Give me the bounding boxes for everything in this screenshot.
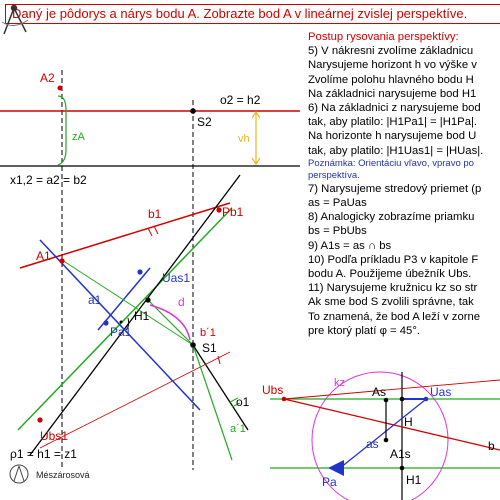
step-line: 6) Na základnici z narysujeme bod bbox=[308, 102, 481, 115]
circle-kz bbox=[311, 371, 449, 500]
step-line: Na horizonte h narysujeme bod U bbox=[308, 130, 477, 143]
label-a1s: A1s bbox=[390, 447, 411, 461]
label-vh: vh bbox=[238, 133, 250, 145]
label-pa1: Pa1 bbox=[110, 325, 132, 339]
label-s1: S1 bbox=[202, 341, 217, 355]
label-a2: A2 bbox=[40, 71, 55, 85]
line-b-prime bbox=[39, 351, 231, 449]
label-pa: Pa bbox=[322, 475, 337, 489]
label-kz: kz bbox=[334, 377, 345, 389]
page-title: Daný je pôdorys a nárys bodu A. Zobrazte… bbox=[12, 6, 468, 21]
author-name: Mészárosová bbox=[36, 470, 90, 480]
label-a-prime: a´1 bbox=[230, 423, 246, 435]
step-line: 9) A1s = as ∩ bs bbox=[308, 239, 392, 252]
step-line: 8) Analogicky zobrazíme priamku bbox=[308, 211, 475, 224]
label-ubs: Ubs bbox=[262, 383, 283, 397]
line-bs bbox=[283, 398, 500, 451]
point-a1 bbox=[59, 258, 65, 264]
label-za: zA bbox=[72, 131, 86, 143]
point-h1 bbox=[145, 297, 151, 303]
step-line: 11) Narysujeme kružnicu kz so str bbox=[308, 282, 478, 295]
steps-heading: Postup rysovania perspektívy: bbox=[308, 31, 459, 43]
point-pb1 bbox=[216, 207, 222, 213]
label-uas1: Uas1 bbox=[162, 271, 190, 285]
label-b1: b1 bbox=[148, 207, 162, 221]
label-as: As bbox=[372, 385, 386, 399]
step-line: as = PaUas bbox=[308, 197, 367, 210]
line-as bbox=[339, 399, 426, 469]
line-a-prime bbox=[192, 344, 233, 461]
label-d: d bbox=[178, 295, 185, 309]
label-rho1: ρ1 = h1 = z1 bbox=[10, 447, 77, 461]
label-b: b bbox=[488, 439, 495, 453]
line-blue-secondary bbox=[97, 267, 151, 331]
step-line: tak, aby platilo: |H1Pa1| = |H1Pa|. bbox=[308, 116, 478, 129]
label-o2-h2: o2 = h2 bbox=[220, 93, 261, 107]
point-ubs1 bbox=[37, 417, 43, 423]
za-bracket bbox=[57, 95, 67, 166]
label-h1: H1 bbox=[134, 309, 150, 323]
title-bar: Daný je pôdorys a nárys bodu A. Zobrazte… bbox=[5, 4, 500, 24]
step-line: bodu A. Použijeme úbežník Ubs. bbox=[308, 268, 472, 281]
point-a2 bbox=[57, 85, 63, 91]
label-b-prime: b´1 bbox=[200, 327, 216, 339]
label-x12: x1,2 = a2 = b2 bbox=[10, 173, 87, 187]
step-line: pre ktorý platí φ = 45°. bbox=[308, 324, 420, 337]
line-b1 bbox=[19, 202, 231, 269]
step-line: 10) Podľa príkladu P3 v kapitole F bbox=[308, 253, 479, 266]
step-line: Na základnici narysujeme bod H1 bbox=[308, 87, 477, 100]
step-line: Poznámka: Orientáciu vľavo, vpravo po bbox=[308, 157, 474, 169]
line-a1 bbox=[39, 239, 201, 411]
line-rho1 bbox=[29, 174, 241, 456]
line-o1 bbox=[192, 344, 249, 431]
step-line: Narysujeme horizont h vo výške v bbox=[308, 59, 477, 72]
distance-arc-d bbox=[149, 304, 191, 341]
label-h: H bbox=[404, 415, 413, 429]
compass-icon bbox=[1, 4, 29, 35]
label-line-a1: a1 bbox=[88, 293, 102, 307]
point-uas1 bbox=[137, 269, 143, 275]
label-o1: o1 bbox=[236, 395, 250, 409]
label-uas: Uas bbox=[430, 385, 451, 399]
author-logo-icon bbox=[9, 464, 29, 484]
line-diagonal-green bbox=[17, 207, 233, 431]
step-line: To znamená, že bod A leží v zorne bbox=[308, 310, 481, 323]
point-s1 bbox=[190, 342, 196, 348]
step-line: bs = PbUbs bbox=[308, 225, 367, 238]
label-s2: S2 bbox=[197, 115, 212, 129]
step-line: Ak sme bod S zvolili správne, tak bbox=[308, 296, 474, 309]
label-h1-persp: H1 bbox=[406, 473, 422, 487]
steps-panel: Postup rysovania perspektívy: 5) V nákre… bbox=[308, 30, 500, 338]
step-line: 7) Narysujeme stredový priemet (p bbox=[308, 182, 482, 195]
point-s2 bbox=[190, 108, 196, 114]
step-line: Zvolíme polohu hlavného bodu H bbox=[308, 73, 474, 86]
point-pa1 bbox=[103, 320, 109, 326]
step-line: tak, aby platilo: |H1Uas1| = |HUas|. bbox=[308, 144, 484, 157]
label-ubs1: Ubs1 bbox=[40, 429, 68, 443]
step-line: perspektíva. bbox=[308, 169, 360, 181]
label-a1: A1 bbox=[36, 249, 51, 263]
label-line-as: as bbox=[366, 437, 379, 451]
label-pb1: Pb1 bbox=[222, 205, 244, 219]
step-line: 5) V nákresni zvolíme základnicu bbox=[308, 45, 474, 58]
